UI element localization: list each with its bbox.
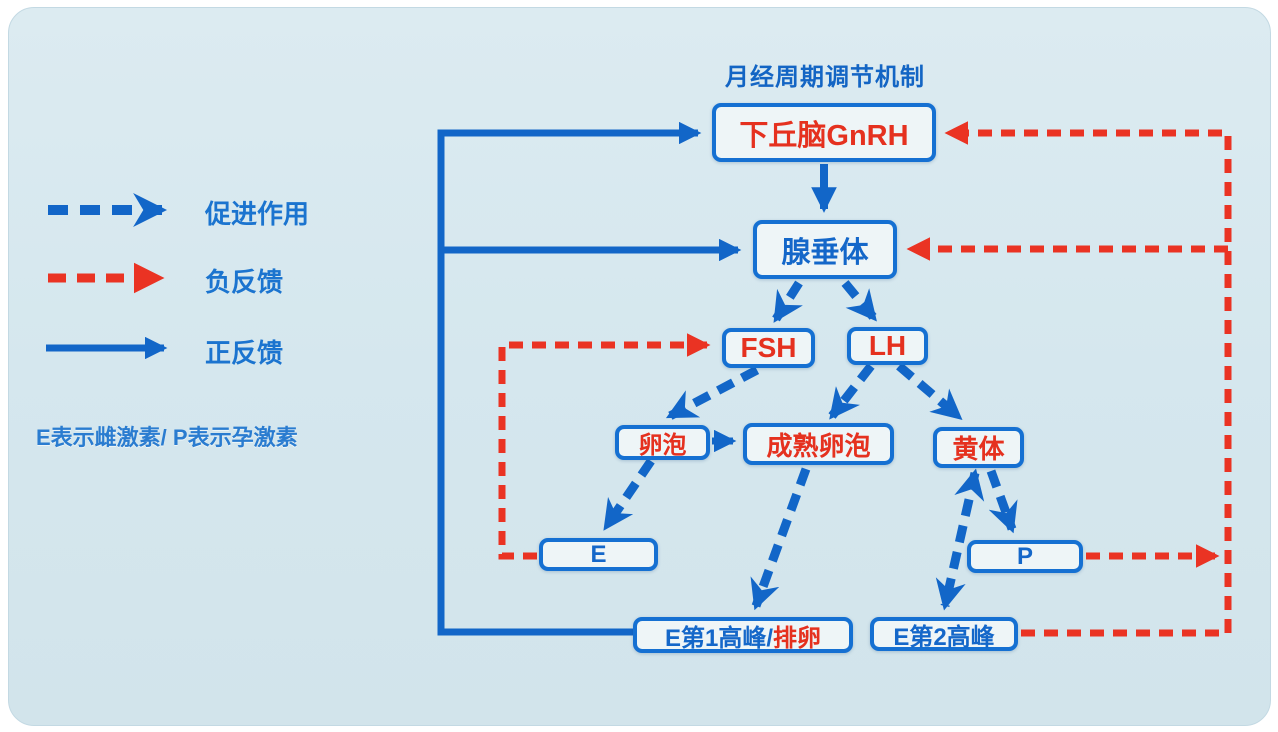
legend-positive-label: 正反馈: [205, 338, 284, 368]
arrow-mature-to-peak1: [750, 467, 811, 611]
node-lh: LH: [847, 327, 928, 365]
node-fsh: FSH: [722, 328, 815, 368]
arrow-pituitary-to-fsh: [772, 280, 803, 323]
negative-feedback-peak2-to-gnrh: [944, 121, 1232, 637]
legend-negative-label: 负反馈: [205, 267, 284, 297]
arrow-lh-to-mature: [828, 363, 875, 420]
positive-feedback-peak1-to-gnrh: [437, 121, 702, 636]
ovulation-label: 排卵: [773, 624, 822, 652]
node-progesterone: P: [967, 540, 1083, 573]
node-hypothalamus-gnrh: 下丘脑GnRH: [712, 103, 936, 162]
arrow-follicle-to-e: [602, 458, 655, 531]
node-mature-follicle: 成熟卵泡: [743, 423, 894, 465]
negative-feedback-e-to-fsh: [498, 333, 711, 560]
page-title: 月经周期调节机制: [725, 64, 925, 91]
node-e-peak2: E第2高峰: [870, 617, 1018, 651]
arrow-fsh-to-follicle: [665, 366, 760, 420]
arrow-pituitary-to-lh: [841, 280, 878, 322]
arrow-luteum-peak2-double: [935, 468, 985, 611]
diagram-panel: [8, 7, 1271, 726]
legend-note: E表示雌激素/ P表示孕激素: [36, 425, 298, 450]
node-pituitary: 腺垂体: [753, 220, 897, 279]
node-e-peak1-ovulation: E第1高峰/排卵: [633, 617, 853, 653]
node-corpus-luteum: 黄体: [933, 427, 1024, 468]
node-estrogen: E: [539, 538, 658, 571]
legend-promote-label: 促进作用: [205, 199, 310, 229]
e-peak1-label: E第1高峰/: [664, 624, 774, 652]
arrow-lh-to-luteum: [896, 362, 963, 421]
arrow-luteum-to-p: [986, 469, 1018, 534]
node-follicle: 卵泡: [615, 425, 710, 460]
